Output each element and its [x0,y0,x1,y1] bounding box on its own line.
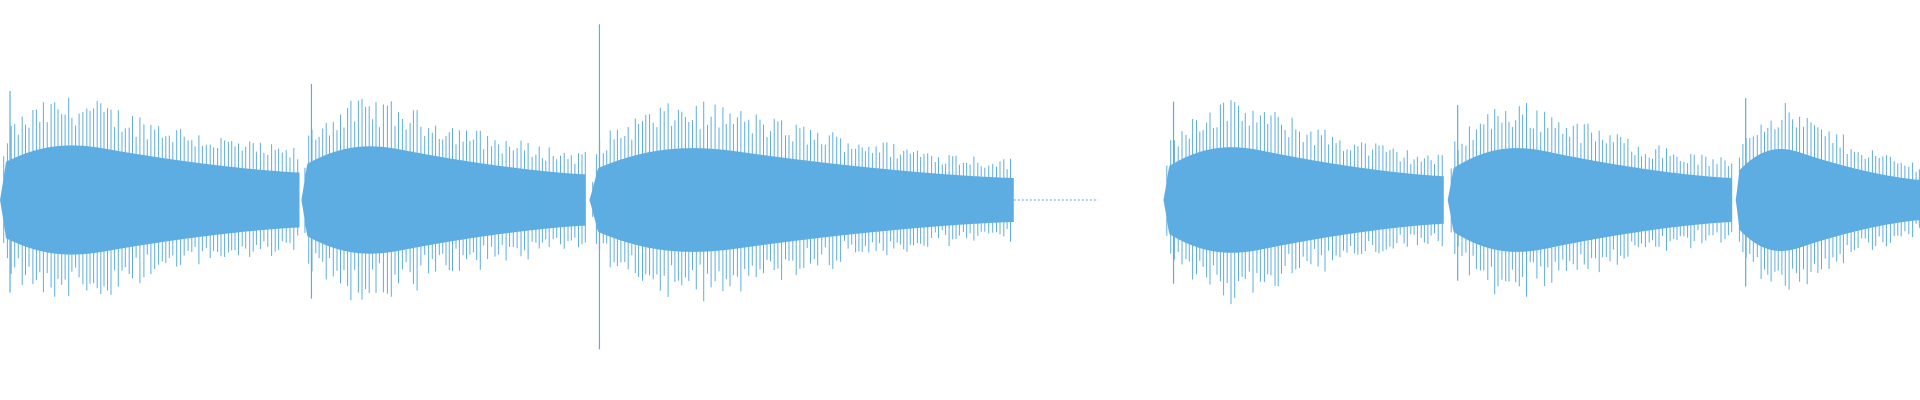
note-peaks-1 [304,98,586,301]
note-peaks-4 [1450,103,1733,297]
note-peaks-3 [1166,100,1443,305]
note-envelope-4 [1447,148,1732,252]
waveform-channel [0,24,1920,350]
note-envelope-0 [0,145,300,255]
note-envelope-2 [589,148,1014,252]
note-peaks-2 [592,101,1011,302]
note-peaks-5 [1738,103,1920,290]
note-envelope-5 [1735,149,1920,251]
note-peaks-0 [3,97,299,297]
